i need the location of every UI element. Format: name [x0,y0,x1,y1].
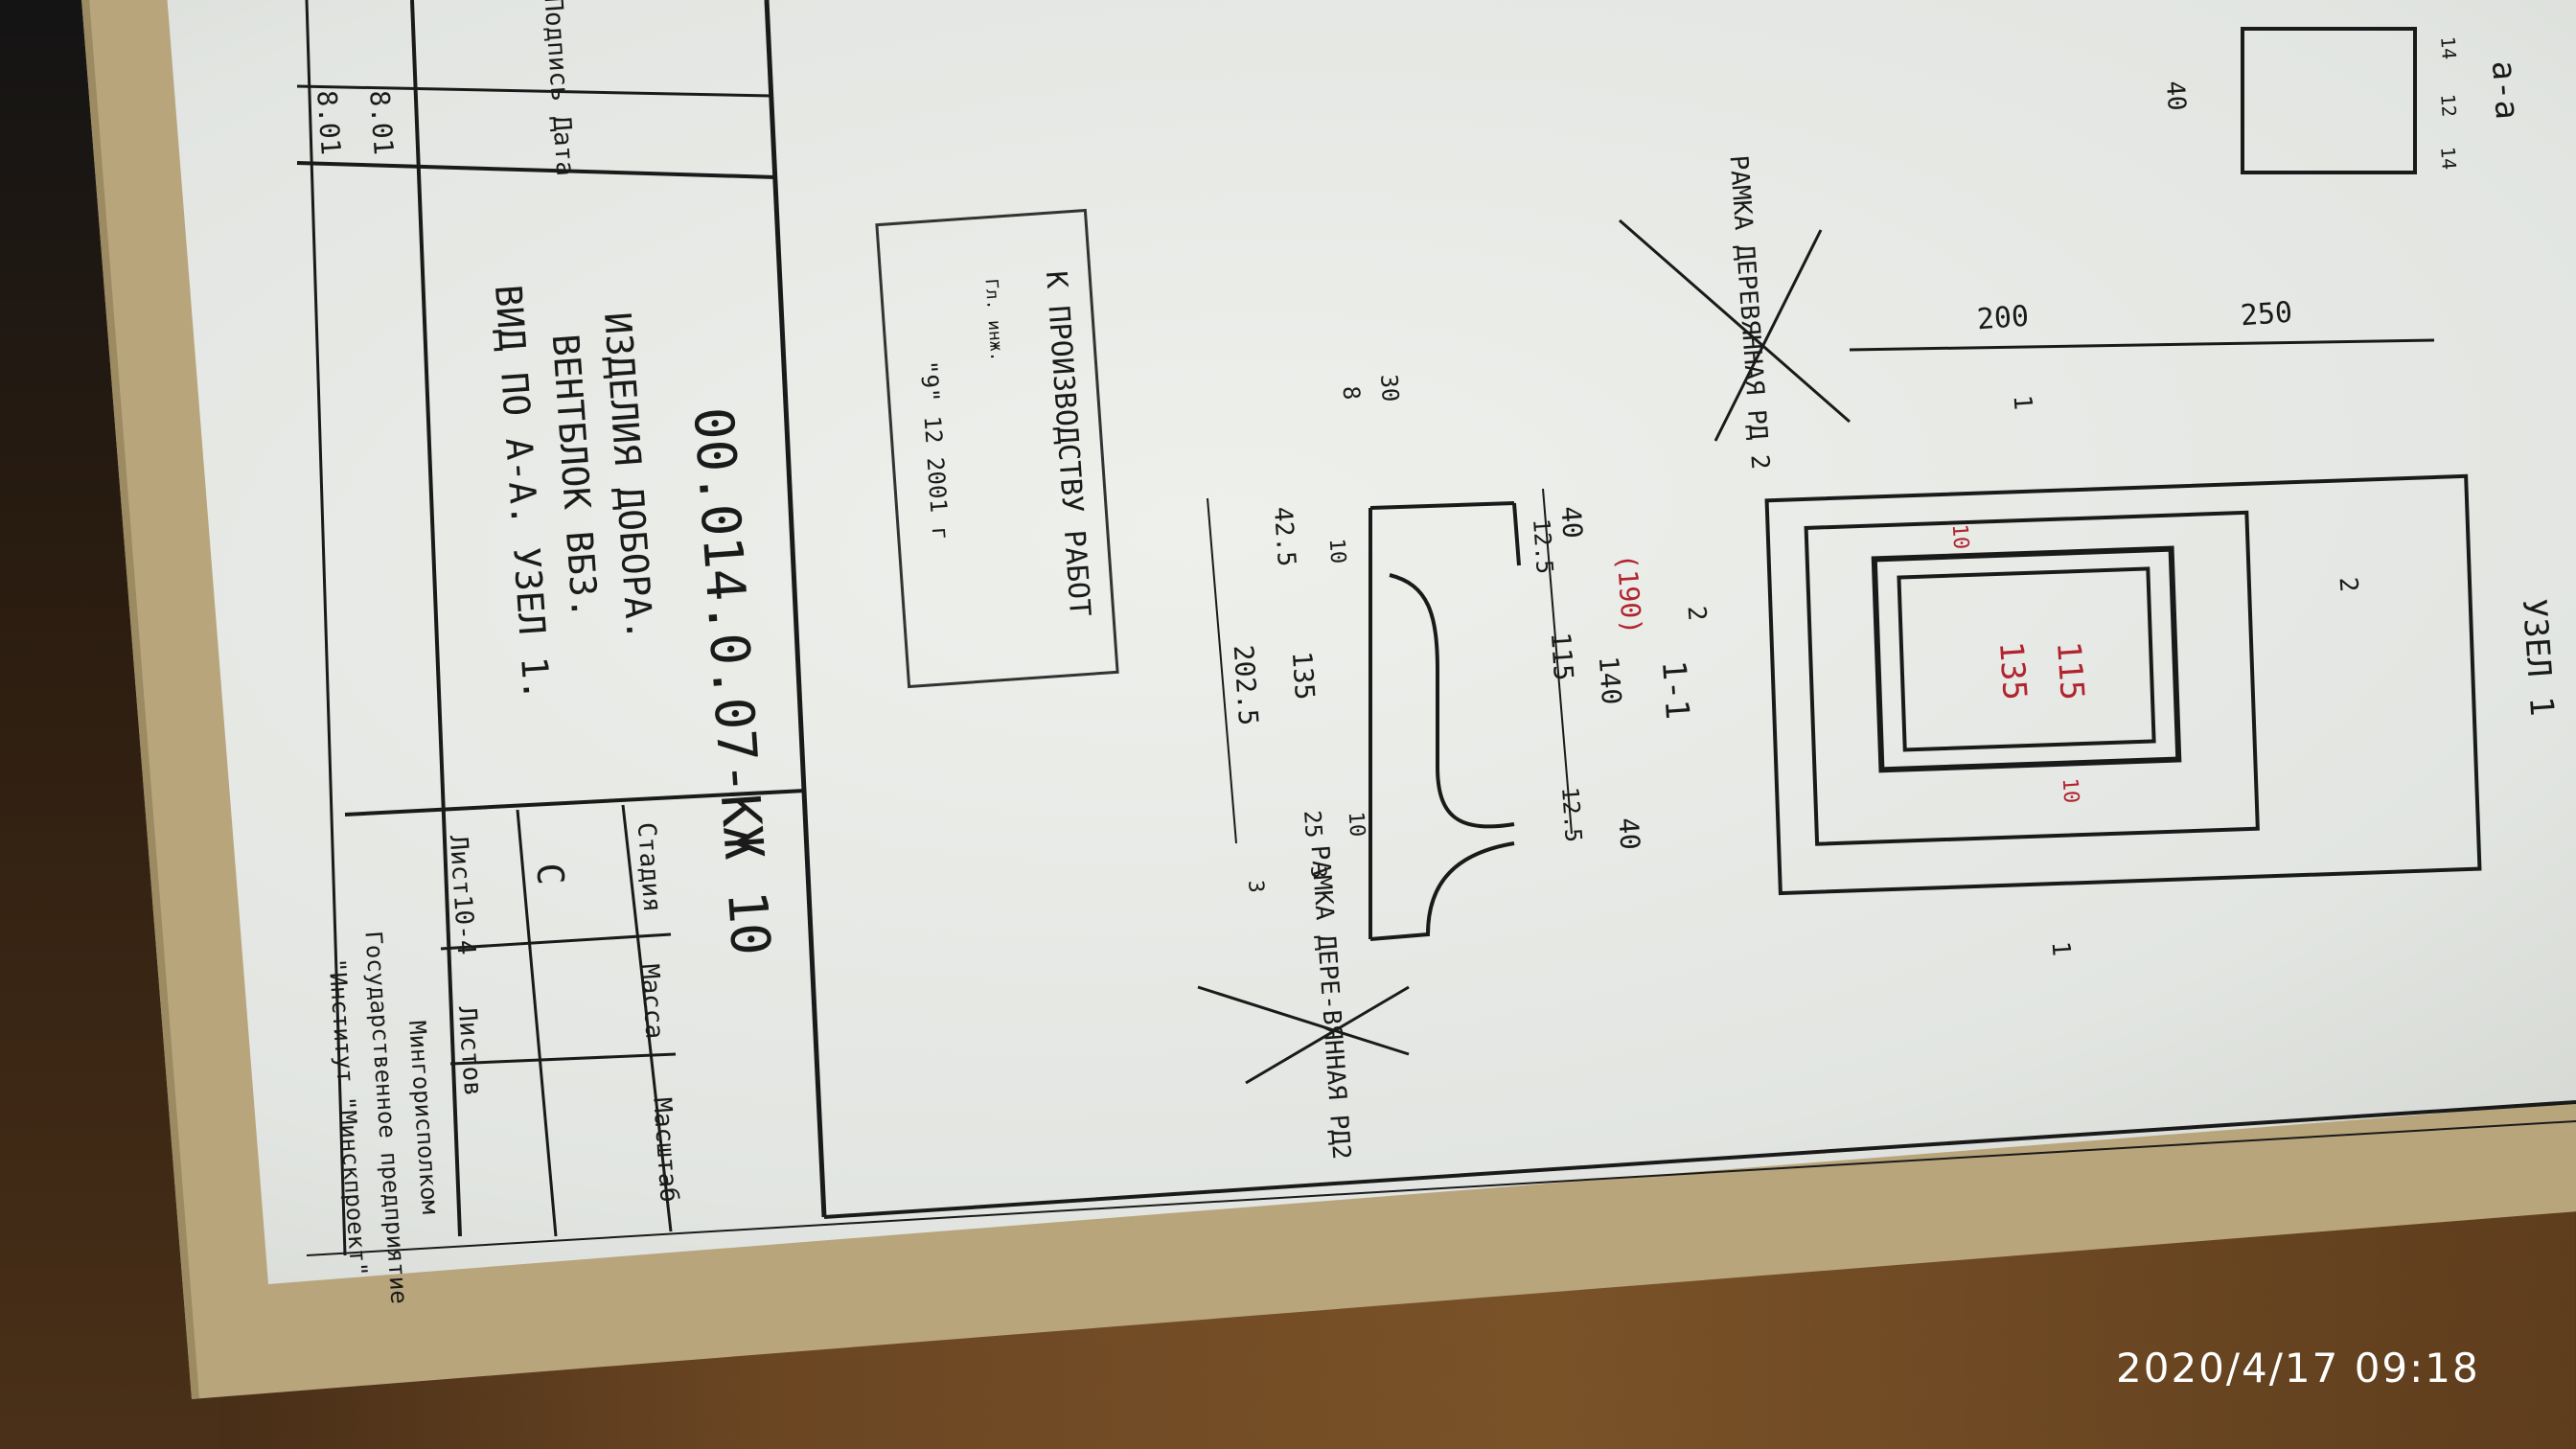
section-11-label: 1-1 [1653,658,1697,722]
date-1: 8.01 [363,89,400,156]
date-2: 8.01 [310,89,347,156]
red-note: 10 [2057,776,2083,805]
section-mark: 1 [2045,940,2076,957]
node-label: УЗЕЛ 1 [2514,597,2562,718]
dimension-label: 10 [1343,810,1369,839]
dimension-label: 3 [1243,879,1268,894]
dimension-label: 140 [1592,655,1628,706]
section-aa-label: а-а [2483,58,2527,122]
section-mark: 2 [1681,605,1712,622]
section-mark: 2 [2333,576,2363,593]
dimension-label: 40 [2159,80,2192,112]
dimension-label: 12.5 [1528,518,1558,575]
mass-header: Масса [634,962,669,1041]
dimension-label: 200 [1975,299,2031,337]
dimension-label: 10 [1323,537,1350,565]
dimension-label: 250 [2239,295,2294,334]
section-mark: 1 [2007,394,2037,411]
dimension-label: 40 [1554,505,1589,540]
red-note: (190) [1610,552,1648,636]
dimension-label: 135 [1285,650,1322,702]
dimension-label: 40 [1612,816,1646,851]
stage-value: С [528,862,572,886]
dimension-label: 3 [1305,864,1330,880]
red-note: 135 [1990,639,2035,702]
dimension-label: 202.5 [1227,643,1265,727]
dimension-label: 12 [2436,93,2461,118]
dimension-label: 30 [1375,373,1404,403]
red-note: 10 [1946,522,1973,551]
red-note: 115 [2048,639,2092,702]
dimension-label: 42.5 [1267,505,1301,568]
dimension-label: 14 [2436,146,2461,171]
dimension-label: 115 [1544,631,1580,682]
photo-timestamp: 2020/4/17 09:18 [2116,1345,2480,1392]
dimension-label: 25 [1299,809,1327,840]
dimension-label: 12.5 [1556,786,1587,843]
dimension-label: 14 [2436,35,2461,60]
dimension-label: 8 [1337,384,1366,402]
